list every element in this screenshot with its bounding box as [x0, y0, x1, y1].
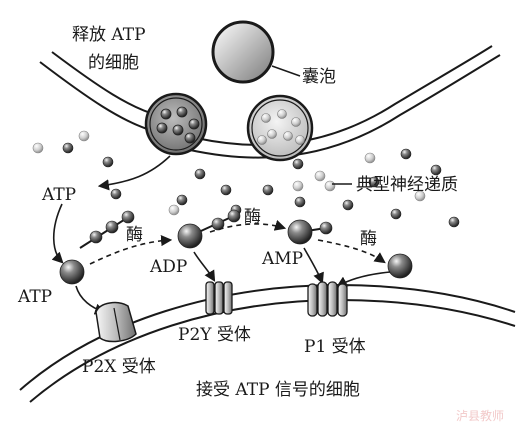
p1-receptor-label: P1 受体	[304, 337, 366, 357]
p2y-receptor	[205, 281, 233, 315]
atp-chain-upper	[79, 210, 135, 249]
fusing-vesicle-atp	[144, 92, 208, 156]
fusing-vesicle-neurotransmitter	[246, 94, 314, 162]
vesicle-label: 囊泡	[302, 67, 336, 87]
p2y-receptor-label: P2Y 受体	[178, 325, 251, 345]
enzyme-label-2: 酶	[244, 207, 261, 227]
amp-label: AMP	[261, 249, 303, 269]
enzyme-label-3: 酶	[360, 229, 377, 249]
atp-lower-label: ATP	[17, 287, 52, 307]
releasing-cell-label-line1: 释放 ATP	[72, 25, 146, 45]
adp-label: ADP	[149, 257, 187, 277]
releasing-cell-label-line2: 的细胞	[88, 53, 139, 73]
adenosine-molecule	[387, 253, 413, 279]
watermark: 泸县教师	[456, 408, 504, 423]
neurotransmitter-label: 典型神经递质	[356, 175, 458, 195]
p1-receptor	[307, 281, 348, 317]
adp-molecule	[177, 209, 241, 249]
vesicle	[211, 20, 301, 84]
atp-upper-label: ATP	[41, 185, 76, 205]
atp-molecule	[59, 259, 85, 285]
free-molecules-dark	[62, 142, 460, 228]
receiving-cell-label: 接受 ATP 信号的细胞	[196, 380, 360, 400]
enzyme-label-1: 酶	[126, 225, 143, 245]
p2x-receptor-label: P2X 受体	[82, 357, 156, 377]
p2x-receptor	[95, 301, 137, 343]
amp-molecule	[287, 219, 333, 245]
